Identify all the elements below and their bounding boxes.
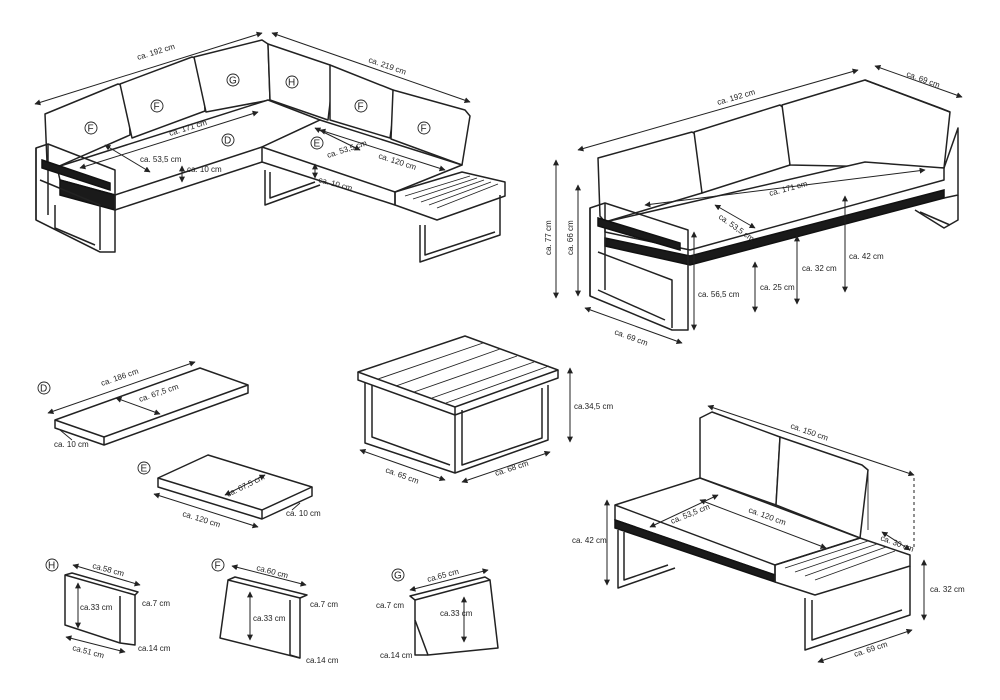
dim-E-length: ca. 120 cm	[181, 509, 221, 529]
dim-corner-cushion-left: ca. 10 cm	[187, 165, 222, 174]
dim-three-armrest: ca. 56,5 cm	[698, 290, 740, 299]
svg-text:D: D	[40, 384, 47, 395]
dim-three-seat-top: ca. 42 cm	[849, 252, 884, 261]
dim-G-top-depth: ca.7 cm	[376, 601, 404, 610]
dim-corner-width-left: ca. 192 cm	[136, 42, 176, 62]
svg-text:F: F	[88, 124, 94, 135]
dim-D-height: ca. 10 cm	[54, 440, 89, 449]
svg-text:G: G	[394, 571, 402, 582]
dim-H-bottom-depth: ca.14 cm	[138, 644, 171, 653]
label-H: H	[285, 75, 299, 89]
dim-three-seat: ca. 32 cm	[802, 264, 837, 273]
dim-corner-seat-depth-left: ca. 53,5 cm	[140, 155, 182, 164]
dim-F-height: ca.33 cm	[253, 614, 286, 623]
svg-text:H: H	[48, 561, 55, 572]
label-D: D	[221, 133, 235, 147]
dim-table-depth: ca. 68 cm	[494, 459, 530, 478]
coffee-table-drawing: ca.34,5 cm ca. 65 cm ca. 68 cm	[357, 335, 613, 486]
svg-text:D: D	[224, 136, 231, 147]
dim-two-side-height: ca. 32 cm	[930, 585, 965, 594]
dim-table-width: ca. 65 cm	[384, 465, 420, 485]
dim-corner-cushion-right: ca. 10 cm	[317, 175, 353, 193]
label-E-cushion: E	[137, 461, 151, 475]
two-seater-drawing: ca. 150 cm ca. 53,5 cm ca. 120 cm ca. 42…	[572, 404, 965, 664]
label-F1: F	[84, 121, 98, 135]
label-F-back: F	[211, 558, 225, 572]
svg-text:F: F	[154, 102, 160, 113]
corner-sofa-drawing: ca. 192 cm ca. 219 cm ca. 171 cm ca. 53,…	[34, 31, 506, 263]
svg-text:E: E	[141, 464, 148, 475]
dim-E-height: ca. 10 cm	[286, 509, 321, 518]
dim-three-width: ca. 192 cm	[716, 87, 756, 107]
dim-H-top-depth: ca.7 cm	[142, 599, 170, 608]
cushion-E-drawing: E ca. 120 cm ca. 67,5 cm ca. 10 cm	[137, 454, 321, 529]
svg-text:H: H	[288, 78, 295, 89]
back-cushion-H-drawing: H ca.58 cm ca.33 cm ca.7 cm ca.51 cm ca.…	[45, 558, 171, 660]
dim-three-depth-base: ca. 69 cm	[613, 327, 649, 347]
svg-text:F: F	[358, 102, 364, 113]
label-H-back: H	[45, 558, 59, 572]
back-cushion-G-drawing: G ca.65 cm ca.33 cm ca.7 cm ca.14 cm	[376, 567, 499, 660]
dim-three-height-back: ca. 66 cm	[566, 220, 575, 255]
dim-three-frame: ca. 25 cm	[760, 283, 795, 292]
cushion-D-drawing: D ca. 186 cm ca. 67,5 cm ca. 10 cm	[37, 360, 249, 449]
dim-two-height: ca. 42 cm	[572, 536, 607, 545]
label-F2: F	[150, 99, 164, 113]
dim-three-depth: ca. 69 cm	[905, 69, 941, 89]
dim-three-height-total: ca. 77 cm	[544, 220, 553, 255]
svg-text:G: G	[229, 76, 237, 87]
svg-text:F: F	[421, 124, 427, 135]
svg-text:E: E	[314, 139, 321, 150]
dim-F-top: ca.60 cm	[255, 563, 289, 580]
three-seater-drawing: ca. 192 cm ca. 69 cm ca. 77 cm ca. 66 cm…	[544, 64, 963, 348]
dim-H-height: ca.33 cm	[80, 603, 113, 612]
label-G-back: G	[391, 568, 405, 582]
label-E: E	[310, 136, 324, 150]
label-G: G	[226, 73, 240, 87]
svg-text:F: F	[215, 561, 221, 572]
label-D-cushion: D	[37, 381, 51, 395]
back-cushion-F-drawing: F ca.60 cm ca.33 cm ca.7 cm ca.14 cm	[211, 558, 339, 665]
dim-G-height: ca.33 cm	[440, 609, 473, 618]
dim-table-height: ca.34,5 cm	[574, 402, 613, 411]
dim-two-depth: ca. 69 cm	[853, 640, 889, 659]
dim-D-length: ca. 186 cm	[100, 367, 140, 388]
dim-F-bottom-depth: ca.14 cm	[306, 656, 339, 665]
label-F4: F	[417, 121, 431, 135]
label-F3: F	[354, 99, 368, 113]
dim-G-bottom-depth: ca.14 cm	[380, 651, 413, 660]
dim-F-top-depth: ca.7 cm	[310, 600, 338, 609]
